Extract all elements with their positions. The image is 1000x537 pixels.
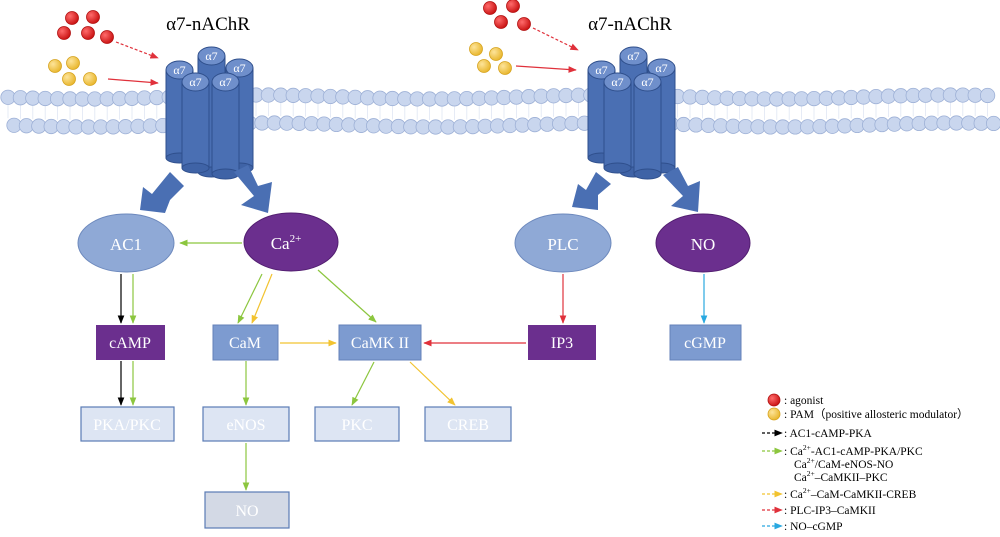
receptor-subunit-base bbox=[633, 168, 662, 180]
pkc-label: PKC bbox=[341, 417, 372, 434]
receptor-title-right: α7-nAChR bbox=[588, 14, 672, 35]
legend: : agonist : PAM（positive allosteric modu… bbox=[762, 393, 969, 533]
receptor-subunit-label: α7 bbox=[595, 63, 607, 77]
pka-pkc-box bbox=[80, 406, 175, 442]
legend-green-2: Ca2+/CaM-eNOS-NO bbox=[794, 456, 893, 471]
receptor-subunit-label: α7 bbox=[173, 63, 185, 77]
lipid-head bbox=[979, 87, 996, 104]
agonist-cluster-right bbox=[483, 0, 531, 31]
receptor-subunit-label: α7 bbox=[655, 61, 667, 75]
pam-cluster-left bbox=[48, 56, 97, 86]
no-node bbox=[655, 213, 751, 273]
receptor-subunit-label: α7 bbox=[641, 75, 653, 89]
cgmp-label: cGMP bbox=[684, 335, 726, 352]
camp-box bbox=[96, 325, 165, 360]
arrow-camkii-to-creb bbox=[409, 361, 456, 406]
receptor-subunit-label: α7 bbox=[219, 75, 231, 89]
ip3-label: IP3 bbox=[551, 335, 573, 352]
pam-arrow-left bbox=[107, 78, 159, 86]
legend-blue: : NO–cGMP bbox=[784, 521, 842, 533]
cam-label: CaM bbox=[229, 335, 261, 352]
receptor-subunit-top bbox=[633, 72, 662, 92]
legend-agonist-dot bbox=[767, 393, 781, 407]
receptor-subunit-top bbox=[197, 46, 226, 66]
camkii-box bbox=[338, 324, 422, 361]
receptor-subunit-top bbox=[225, 58, 254, 78]
calcium-label: Ca2+ bbox=[271, 233, 302, 253]
big-arrow-to-ac1 bbox=[140, 172, 184, 213]
legend-pam: : PAM（positive allosteric modulator） bbox=[784, 408, 969, 421]
no-product-label: NO bbox=[235, 503, 258, 520]
plc-node bbox=[514, 213, 612, 273]
arrow-ca-to-camkii bbox=[317, 269, 377, 323]
enos-box bbox=[202, 406, 290, 442]
pam-arrow-right bbox=[515, 65, 577, 73]
receptor-subunit-body bbox=[633, 81, 662, 175]
camkii-label: CaMK II bbox=[351, 335, 409, 352]
big-arrow-to-ca bbox=[234, 165, 272, 213]
pkc-box bbox=[314, 406, 400, 442]
cam-box bbox=[212, 324, 279, 361]
receptor-subunit-top bbox=[619, 46, 648, 66]
receptor-subunit-body bbox=[211, 81, 240, 175]
receptor-subunit-body bbox=[603, 81, 632, 169]
legend-pam-dot bbox=[767, 407, 781, 421]
legend-black: : AC1-cAMP-PKA bbox=[784, 428, 873, 440]
pka-pkc-label: PKA/PKC bbox=[93, 417, 161, 434]
no-product-box bbox=[204, 491, 290, 529]
creb-box bbox=[424, 406, 512, 442]
enos-label: eNOS bbox=[226, 417, 265, 434]
receptor-subunit-label: α7 bbox=[611, 75, 623, 89]
receptor-subunit-label: α7 bbox=[233, 61, 245, 75]
receptor-title-left: α7-nAChR bbox=[166, 14, 250, 35]
agonist-arrow-left bbox=[115, 41, 159, 59]
receptor-subunit-label: α7 bbox=[189, 75, 201, 89]
ac1-node bbox=[77, 213, 175, 273]
calcium-node bbox=[243, 212, 339, 272]
legend-yellow: : Ca2+–CaM-CaMKII-CREB bbox=[784, 486, 917, 501]
ac1-label: AC1 bbox=[110, 235, 142, 254]
receptor-subunit-top bbox=[603, 72, 632, 92]
creb-label: CREB bbox=[447, 417, 489, 434]
pam-cluster-right bbox=[469, 42, 512, 75]
big-arrow-to-no bbox=[663, 167, 700, 212]
receptor-subunit-base bbox=[603, 162, 632, 174]
no-node-label: NO bbox=[691, 235, 716, 254]
receptor-subunit-top bbox=[587, 60, 616, 80]
legend-green-3: Ca2+–CaMKII–PKC bbox=[794, 469, 888, 484]
cgmp-box bbox=[669, 324, 742, 361]
cell-membrane bbox=[0, 87, 1000, 135]
arrow-camkii-to-pkc bbox=[351, 361, 375, 406]
receptor-subunit-base bbox=[211, 168, 240, 180]
receptor-subunit-label: α7 bbox=[627, 49, 639, 63]
camp-label: cAMP bbox=[109, 335, 151, 352]
arrow-ca-to-cam-yellow bbox=[251, 273, 273, 324]
legend-green-1: : Ca2+-AC1-cAMP-PKA/PKC bbox=[784, 443, 923, 458]
agonist-arrow-right bbox=[532, 27, 579, 51]
receptor-subunit-top bbox=[211, 72, 240, 92]
receptor-subunit-top bbox=[181, 72, 210, 92]
receptor-subunit-base bbox=[181, 162, 210, 174]
plc-label: PLC bbox=[547, 235, 578, 254]
receptor-subunit-body bbox=[181, 81, 210, 169]
receptor-subunit-label: α7 bbox=[205, 49, 217, 63]
legend-agonist: : agonist bbox=[784, 395, 824, 407]
lipid-head bbox=[986, 115, 1000, 132]
ip3-box bbox=[528, 325, 596, 360]
receptor-subunit-top bbox=[647, 58, 676, 78]
agonist-cluster-left bbox=[57, 10, 114, 44]
receptor-subunit-top bbox=[165, 60, 194, 80]
legend-red: : PLC-IP3–CaMKII bbox=[784, 505, 876, 517]
arrow-ca-to-cam-green bbox=[237, 273, 263, 324]
big-arrow-to-plc bbox=[572, 172, 611, 210]
